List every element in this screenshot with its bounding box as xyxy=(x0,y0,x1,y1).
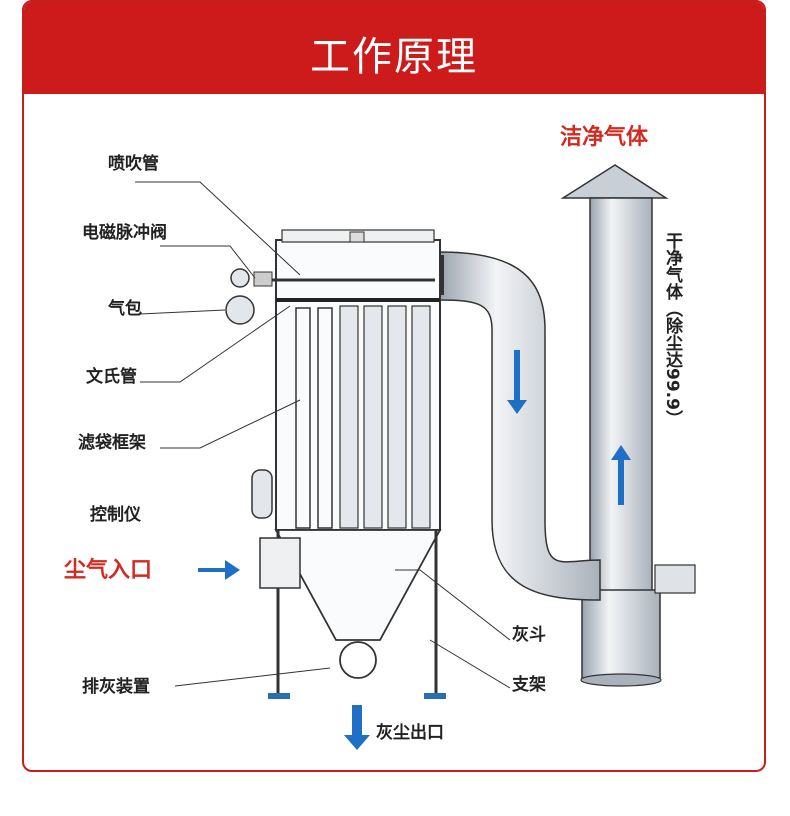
collector-body xyxy=(225,229,446,699)
label-dry-gas: 干净气体（除尘达99.9） xyxy=(662,232,684,427)
inlet-arrow-icon xyxy=(198,560,240,580)
header-banner: 工作原理 xyxy=(24,2,764,94)
label-discharge-device: 排灰装置 xyxy=(82,676,150,697)
leader-lines xyxy=(135,181,511,689)
label-support: 支架 xyxy=(512,674,546,695)
label-dust-inlet: 尘气入口 xyxy=(64,557,152,583)
label-spray-pipe: 喷吹管 xyxy=(108,153,159,174)
outlet-arrow-icon xyxy=(344,705,370,750)
label-venturi: 文氏管 xyxy=(86,366,137,387)
label-air-bag: 气包 xyxy=(107,298,142,319)
connecting-duct xyxy=(432,251,601,601)
label-controller: 控制仪 xyxy=(90,504,142,525)
page-title: 工作原理 xyxy=(310,34,478,80)
down-arrow-icon xyxy=(507,350,527,414)
flow-arrows xyxy=(198,350,631,750)
up-arrow-icon xyxy=(611,445,631,505)
label-solenoid-valve: 电磁脉冲阀 xyxy=(82,222,167,243)
label-clean-gas: 洁净气体 xyxy=(560,124,649,150)
label-dust-outlet: 灰尘出口 xyxy=(376,722,444,743)
label-hopper: 灰斗 xyxy=(512,624,546,645)
label-bag-frame: 滤袋框架 xyxy=(78,432,146,453)
